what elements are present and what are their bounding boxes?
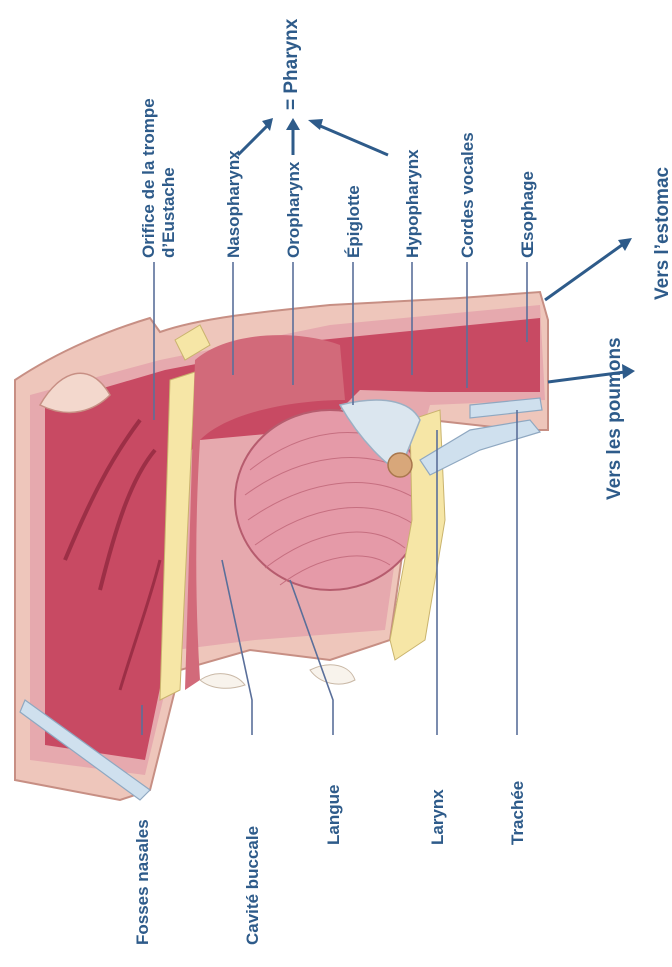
label-trachee: Trachée	[508, 781, 527, 845]
label-orifice-line2: d’Eustache	[159, 167, 178, 258]
label-orifice-line1: Orifice de la trompe	[139, 98, 158, 258]
arrowhead-3	[308, 119, 323, 130]
label-fosses-nasales: Fosses nasales	[133, 819, 152, 945]
label-langue: Langue	[324, 785, 343, 845]
arrowhead-2	[286, 118, 300, 130]
label-vers-poumons: Vers les poumons	[604, 337, 625, 500]
arrowhead-stomach	[618, 238, 632, 251]
label-pharynx: = Pharynx	[281, 18, 302, 110]
teeth-upper	[200, 674, 245, 689]
arrow-hypopharynx-to-pharynx	[318, 125, 388, 155]
label-hypopharynx: Hypopharynx	[403, 149, 422, 258]
label-cavite-buccale: Cavité buccale	[243, 826, 262, 945]
label-vers-estomac: Vers l’estomac	[652, 166, 672, 300]
teeth-lower	[310, 665, 355, 684]
label-oropharynx: Oropharynx	[284, 161, 303, 258]
arrow-to-stomach	[545, 245, 622, 300]
anatomy-illustration	[15, 292, 548, 800]
label-epiglotte: Épiglotte	[344, 185, 363, 258]
label-larynx: Larynx	[428, 789, 447, 845]
label-nasopharynx: Nasopharynx	[224, 150, 243, 258]
pharynx-arrows	[238, 118, 388, 155]
label-oesophage: Œsophage	[518, 171, 537, 258]
label-cordes-vocales: Cordes vocales	[458, 132, 477, 258]
hyoid-bone	[388, 453, 412, 477]
